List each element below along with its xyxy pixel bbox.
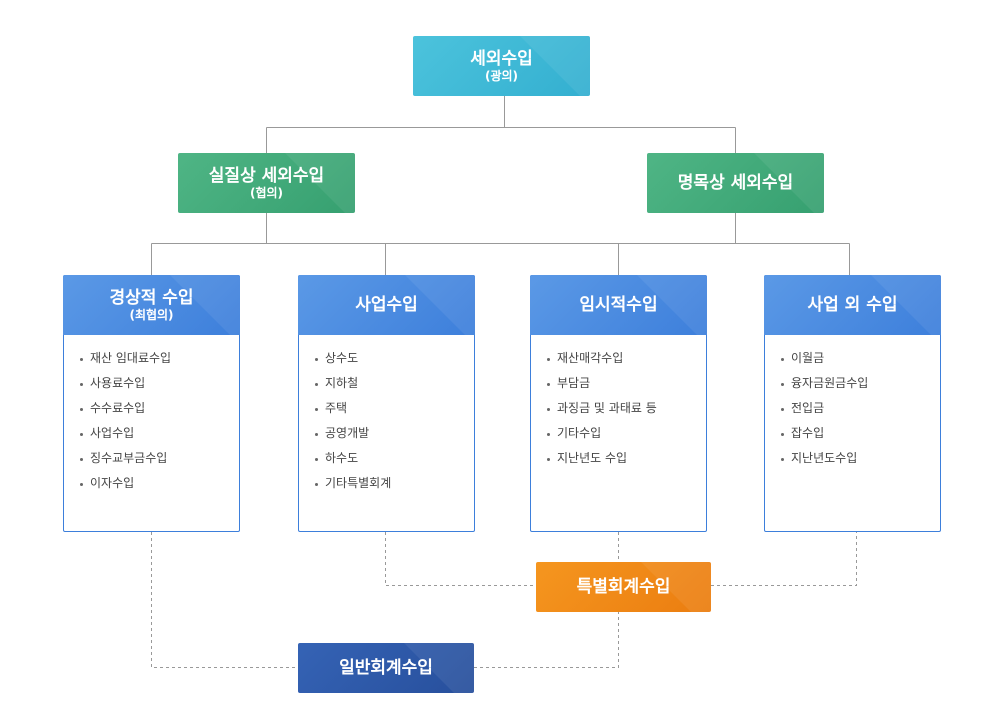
node-real-non-tax-subtitle: (협의): [249, 185, 284, 200]
list-item: 지하철: [315, 371, 474, 396]
list-item: 전입금: [781, 396, 940, 421]
list-item: 하수도: [315, 446, 474, 471]
node-recurring-subtitle: (최협의): [129, 307, 174, 322]
list-item: 이월금: [781, 346, 940, 371]
list-item: 상수도: [315, 346, 474, 371]
line-special-right: [711, 532, 857, 586]
line-root-to-level2: [266, 96, 736, 153]
root-title: 세외수입: [470, 48, 533, 69]
node-temporary: 임시적수입: [530, 275, 707, 335]
list-item: 융자금원금수입: [781, 371, 940, 396]
node-temporary-title: 임시적수입: [579, 295, 658, 315]
node-nominal-non-tax: 명목상 세외수입: [647, 153, 824, 213]
line-level2-to-categories: [151, 213, 850, 275]
list-item: 주택: [315, 396, 474, 421]
node-general-account: 일반회계수입: [298, 643, 474, 693]
list-item: 기타특별회계: [315, 471, 474, 496]
list-item: 잡수입: [781, 421, 940, 446]
list-item: 과징금 및 과태료 등: [547, 396, 706, 421]
node-real-non-tax: 실질상 세외수입 (협의): [178, 153, 355, 213]
list-item: 지난년도 수입: [547, 446, 706, 471]
node-special-account: 특별회계수입: [536, 562, 711, 612]
list-temporary: 재산매각수입 부담금 과징금 및 과태료 등 기타수입 지난년도 수입: [531, 276, 706, 471]
list-item: 사용료수입: [80, 371, 239, 396]
list-item: 사업수입: [80, 421, 239, 446]
root-node: 세외수입 (광의): [413, 36, 590, 96]
node-business-title: 사업수입: [355, 295, 418, 315]
list-item: 기타수입: [547, 421, 706, 446]
node-recurring-title: 경상적 수입: [109, 287, 194, 308]
list-business: 상수도 지하철 주택 공영개발 하수도 기타특별회계: [299, 276, 474, 496]
node-real-non-tax-title: 실질상 세외수입: [208, 165, 325, 186]
line-general-left: [151, 532, 298, 668]
list-recurring: 재산 임대료수입 사용료수입 수수료수입 사업수입 징수교부금수입 이자수입: [64, 276, 239, 496]
line-special-left: [385, 532, 536, 586]
list-item: 재산매각수입: [547, 346, 706, 371]
list-item: 재산 임대료수입: [80, 346, 239, 371]
list-item: 수수료수입: [80, 396, 239, 421]
list-item: 지난년도수입: [781, 446, 940, 471]
node-special-account-title: 특별회계수입: [576, 577, 671, 597]
list-non-business: 이월금 융자금원금수입 전입금 잡수입 지난년도수입: [765, 276, 940, 471]
list-item: 공영개발: [315, 421, 474, 446]
list-item: 부담금: [547, 371, 706, 396]
line-general-right: [474, 612, 619, 668]
node-recurring: 경상적 수입 (최협의): [63, 275, 240, 335]
list-item: 징수교부금수입: [80, 446, 239, 471]
node-nominal-non-tax-title: 명목상 세외수입: [677, 173, 794, 193]
node-non-business-title: 사업 외 수입: [807, 295, 898, 315]
root-subtitle: (광의): [484, 68, 519, 83]
node-general-account-title: 일반회계수입: [339, 658, 433, 678]
list-item: 이자수입: [80, 471, 239, 496]
node-non-business: 사업 외 수입: [764, 275, 941, 335]
node-business: 사업수입: [298, 275, 475, 335]
